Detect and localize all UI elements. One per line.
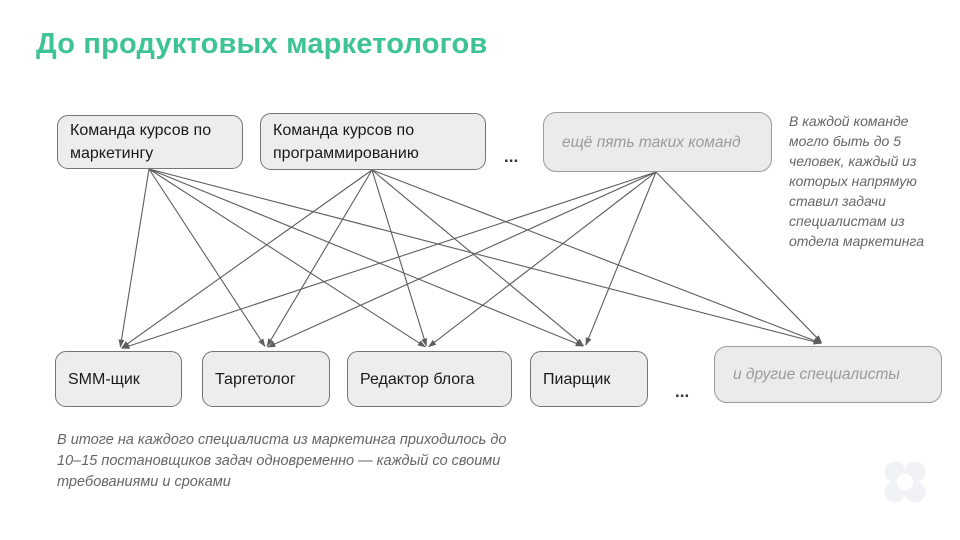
node-marketing-team: Команда курсов по маркетингу xyxy=(57,115,243,169)
side-note-line: ставил задачи xyxy=(789,193,886,209)
task-flow-arrow xyxy=(121,171,657,349)
node-blog-editor: Редактор блога xyxy=(347,351,512,407)
task-flow-arrow xyxy=(266,169,373,347)
bottom-row-ellipsis: ... xyxy=(675,382,690,401)
side-note-line: В каждой команде xyxy=(789,113,909,129)
footer-note-line: В итоге на каждого специалиста из маркет… xyxy=(57,432,507,448)
side-note-line: специалистам из xyxy=(789,213,905,229)
task-flow-arrow xyxy=(148,168,426,348)
task-flow-arrow xyxy=(148,168,266,347)
node-label: Команда курсов по программированию xyxy=(273,121,419,162)
side-note: В каждой команде могло быть до 5 человек… xyxy=(789,111,959,251)
side-note-line: которых напрямую xyxy=(789,173,917,189)
footer-note-line: 10–15 постановщиков задач одновременно —… xyxy=(57,453,501,469)
node-pr: Пиарщик xyxy=(530,351,648,407)
node-more-teams: ещё пять таких команд xyxy=(543,112,772,172)
side-note-line: отдела маркетинга xyxy=(789,233,925,249)
task-flow-arrow xyxy=(118,168,150,348)
top-row-ellipsis: ... xyxy=(504,147,519,166)
slide-title: До продуктовых маркетологов xyxy=(36,28,488,60)
task-flow-arrow xyxy=(267,171,657,348)
node-other-specialists: и другие специалисты xyxy=(714,346,942,403)
node-label: и другие специалисты xyxy=(733,366,900,383)
task-flow-arrow xyxy=(428,171,657,348)
node-label: ещё пять таких команд xyxy=(562,133,741,151)
node-label: Редактор блога xyxy=(360,370,475,388)
node-label: SMM-щик xyxy=(68,370,140,388)
task-flow-arrow xyxy=(371,169,822,344)
side-note-line: могло быть до 5 xyxy=(789,133,901,149)
footer-note-line: требованиями и сроками xyxy=(57,474,231,490)
side-note-line: человек, каждый из xyxy=(789,153,917,169)
task-flow-arrow xyxy=(148,168,584,347)
node-smm: SMM-щик xyxy=(55,351,182,407)
footer-note: В итоге на каждого специалиста из маркет… xyxy=(57,430,597,493)
node-label: Таргетолог xyxy=(215,370,296,388)
node-programming-team: Команда курсов по программированию xyxy=(260,113,486,170)
task-flow-arrow xyxy=(585,171,657,346)
node-targetolog: Таргетолог xyxy=(202,351,330,407)
practicum-flower-logo-icon xyxy=(884,461,926,503)
node-label: Команда курсов по маркетингу xyxy=(70,122,212,162)
task-flow-arrow xyxy=(371,169,428,347)
node-label: Пиарщик xyxy=(543,370,611,388)
task-flow-arrow xyxy=(148,168,822,345)
task-flow-arrow xyxy=(371,169,584,347)
task-flow-arrow xyxy=(121,169,373,349)
